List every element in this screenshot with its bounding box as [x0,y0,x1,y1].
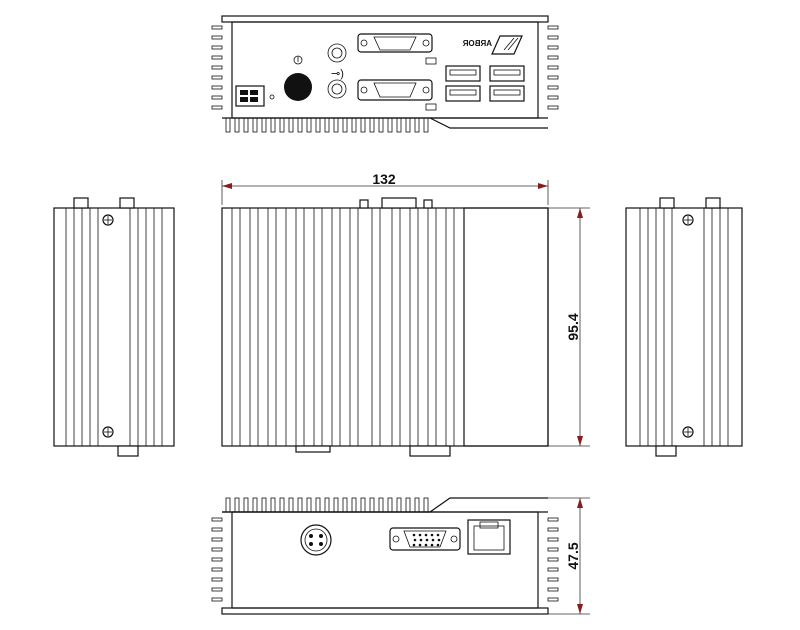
usb-ports [445,65,525,102]
width-label: 132 [372,171,396,187]
audio-jacks: ⊸) [327,43,347,99]
left-side-ribs [65,208,163,446]
front-view: ⊸) ARBOR [211,15,559,133]
din-power-connector [300,524,332,556]
right-screw-top [682,214,694,226]
right-side-ribs [639,208,729,446]
height-dimension: 95.4 [548,207,590,447]
rear-right-fins [547,517,559,602]
left-side-view [53,197,175,457]
serial-port-com2 [357,79,433,101]
front-right-fins [547,25,559,110]
top-view [221,197,549,457]
left-screw-top [102,214,114,226]
serial-port-com1 [357,33,433,53]
ethernet-port [467,519,511,555]
rear-left-fins [211,517,223,602]
front-left-fins [211,25,223,110]
width-dimension: 132 [221,171,549,205]
front-bottom-fins [225,117,429,133]
dc-power-connector [235,85,275,107]
right-screw-bottom [682,426,694,438]
svg-text:⊸): ⊸) [331,68,344,80]
vga-port [389,527,461,551]
logo-text: ARBOR [462,39,492,48]
right-side-view [625,197,743,457]
brand-logo: ARBOR [462,35,523,55]
rear-top-fins [225,497,429,513]
left-screw-bottom [102,426,114,438]
top-view-fins [231,208,455,446]
height-label: 95.4 [565,313,581,340]
rear-view [211,497,559,615]
power-button [284,55,312,101]
depth-label: 47.5 [565,542,581,569]
depth-dimension: 47.5 [548,497,590,615]
